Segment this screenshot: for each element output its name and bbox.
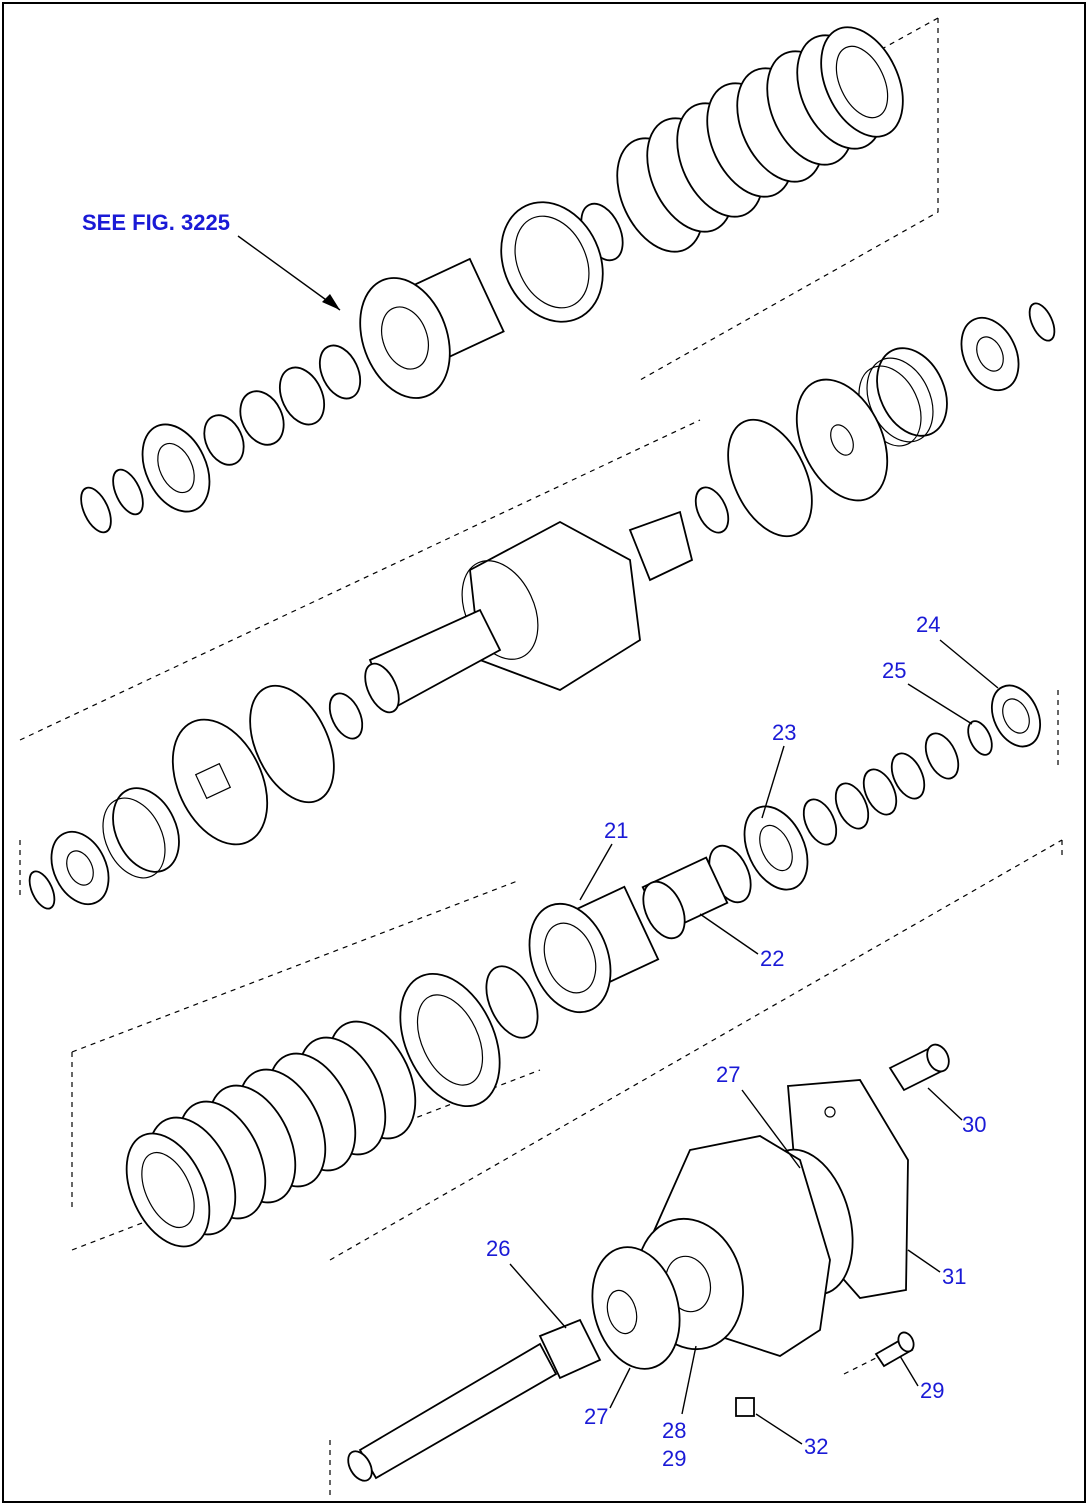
callout-27-upper: 27 — [716, 1062, 801, 1169]
svg-text:23: 23 — [772, 720, 796, 745]
ring-top-c — [203, 414, 245, 466]
assembly-outline-middle — [19, 419, 1059, 900]
callout-29: 29 — [899, 1355, 944, 1403]
ring-lower-c — [862, 768, 898, 816]
seal-ring-mid-b — [249, 684, 335, 804]
ring-lower-e — [802, 798, 838, 846]
part-32-nut — [735, 1397, 755, 1417]
callout-23: 23 — [761, 720, 796, 819]
top-clutch-pack — [80, 26, 904, 534]
part-30-bolt — [888, 1043, 950, 1092]
svg-text:27: 27 — [584, 1404, 608, 1429]
callout-22: 22 — [699, 913, 784, 971]
callout-32: 32 — [755, 1413, 828, 1459]
ring-top-b — [239, 390, 285, 446]
assembly-outline-top — [639, 17, 939, 381]
lower-clutch-group — [125, 684, 1041, 1248]
part-22-bearing — [641, 844, 752, 940]
carrier-shaft — [364, 510, 694, 714]
seal-ring-mid — [727, 418, 813, 538]
bearing-top-a — [318, 344, 362, 400]
snap-ring-mid-c — [328, 692, 364, 740]
snap-ring-mid-a — [1028, 302, 1056, 342]
part-26-shaft — [347, 1318, 602, 1482]
callout-26: 26 — [486, 1236, 567, 1329]
piston-top — [500, 201, 604, 323]
reference-note: SEE FIG. 3225 — [82, 210, 230, 235]
ring-lower-d — [834, 782, 870, 830]
spring-mid — [858, 347, 948, 447]
ring-lower-f — [485, 965, 539, 1039]
snap-ring-mid-b — [694, 486, 730, 534]
retainer-mid — [960, 316, 1020, 392]
callout-27-lower: 27 — [584, 1367, 631, 1429]
svg-text:30: 30 — [962, 1112, 986, 1137]
svg-text:27: 27 — [716, 1062, 740, 1087]
svg-text:31: 31 — [942, 1264, 966, 1289]
svg-text:26: 26 — [486, 1236, 510, 1261]
part-24-ring — [991, 684, 1041, 748]
part-23-bearing — [743, 805, 809, 891]
clutch-discs-lower — [125, 1020, 417, 1248]
callout-21: 21 — [579, 818, 628, 901]
svg-text:29: 29 — [920, 1378, 944, 1403]
snap-ring-top-a — [112, 468, 144, 516]
clutch-discs-top — [616, 26, 904, 253]
spring-mid-b — [102, 787, 180, 879]
piston-lower — [399, 972, 501, 1108]
bearing-top-b — [278, 366, 326, 426]
svg-text:32: 32 — [804, 1434, 828, 1459]
piston-mid-b — [171, 718, 269, 846]
callout-25: 25 — [882, 658, 973, 725]
svg-text:25: 25 — [882, 658, 906, 683]
callout-31: 31 — [907, 1249, 966, 1289]
svg-text:29: 29 — [662, 1446, 686, 1471]
part-21-gear — [528, 885, 660, 1014]
svg-text:28: 28 — [662, 1418, 686, 1443]
callout-30: 30 — [927, 1087, 986, 1137]
ring-lower-b — [890, 752, 926, 800]
middle-shaft-group — [28, 302, 1056, 910]
part-29-bolt — [843, 1331, 915, 1375]
svg-text:21: 21 — [604, 818, 628, 843]
bearing-top-c — [141, 423, 211, 513]
callout-24: 24 — [916, 612, 999, 689]
callout-28-29: 28 29 — [662, 1345, 697, 1471]
part-25-snap-ring — [967, 720, 993, 756]
svg-text:22: 22 — [760, 946, 784, 971]
ring-lower-a — [924, 732, 960, 780]
gear-top — [359, 257, 505, 399]
snap-ring-mid-d — [28, 870, 56, 910]
reference-arrow — [237, 235, 341, 311]
retainer-mid-b — [50, 830, 110, 906]
snap-ring-top-b — [80, 486, 112, 534]
piston-mid — [795, 378, 889, 502]
housing-group — [347, 1043, 950, 1482]
svg-text:24: 24 — [916, 612, 940, 637]
